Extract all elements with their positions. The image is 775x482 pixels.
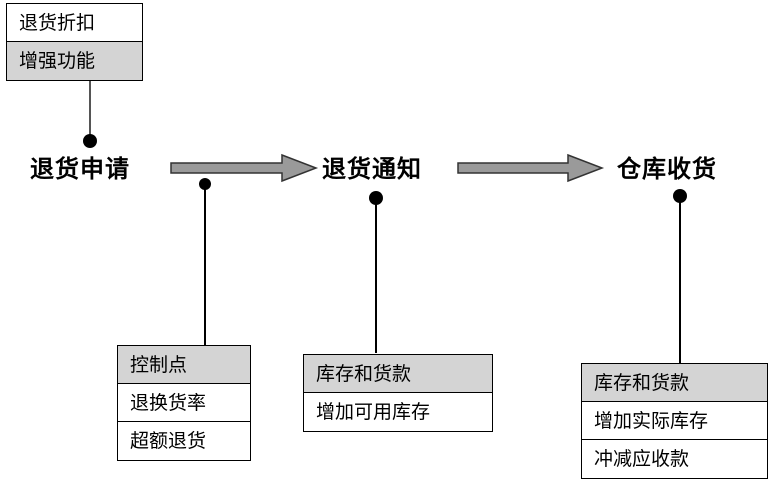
- top-box-title: 退货折扣: [7, 4, 142, 42]
- connector-2-dot: [369, 191, 383, 205]
- connector-3-dot: [673, 189, 687, 203]
- box-3-header: 库存和货款: [582, 364, 767, 402]
- box-2-header: 库存和货款: [304, 355, 492, 393]
- box-3-item-1: 增加实际库存: [582, 402, 767, 440]
- inventory-payment-box-1: 库存和货款 增加可用库存: [303, 354, 493, 432]
- top-box: 退货折扣 增强功能: [6, 3, 143, 81]
- step-return-request: 退货申请: [30, 155, 130, 183]
- step-return-notice: 退货通知: [322, 155, 422, 183]
- box-1-header: 控制点: [118, 346, 250, 384]
- flow-arrow-1: [170, 153, 319, 183]
- box-3-item-2: 冲减应收款: [594, 448, 690, 470]
- top-box-dot: [83, 134, 97, 148]
- flow-arrow-2: [457, 153, 605, 183]
- inventory-payment-box-2: 库存和货款 增加实际库存 冲减应收款: [581, 363, 768, 479]
- step-warehouse-receipt: 仓库收货: [617, 155, 717, 183]
- control-point-box: 控制点 退换货率 超额退货: [117, 345, 251, 461]
- box-1-item-2: 超额退货: [130, 430, 207, 452]
- box-1-item-1: 退换货率: [118, 384, 250, 422]
- box-2-item-1: 增加可用库存: [316, 401, 431, 423]
- connector-1-dot: [199, 178, 211, 190]
- top-box-header: 增强功能: [7, 42, 142, 80]
